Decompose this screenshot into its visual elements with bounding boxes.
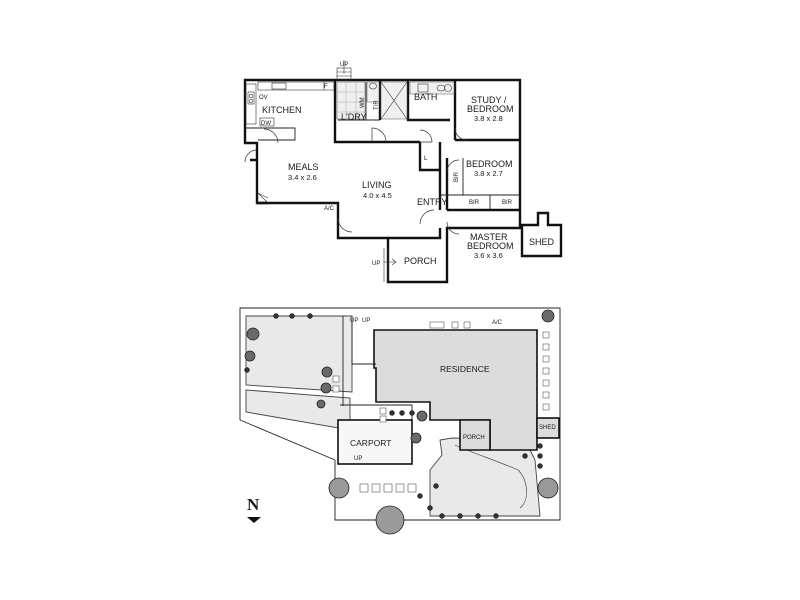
master-label-line2: BEDROOM — [467, 241, 514, 251]
fridge-label: F — [324, 84, 328, 90]
dw-label: DW — [261, 121, 271, 127]
carport-outline — [337, 419, 413, 465]
ac-label: A/C — [324, 206, 335, 212]
bir-label-vertical: BIR — [454, 171, 460, 182]
up-label-top: UP — [340, 62, 348, 68]
wm-label: WM — [360, 97, 366, 108]
site-porch-label: PORCH — [463, 435, 485, 441]
bir-label-bed2: BIR — [469, 200, 480, 206]
site-ac-label: A/C — [492, 320, 503, 326]
study-label-line2: BEDROOM — [467, 104, 514, 114]
shrubs — [244, 313, 543, 519]
laundry-label: L'DRY — [341, 112, 367, 122]
meals-dimension: 3.4 x 2.6 — [288, 173, 317, 182]
north-label: N — [247, 495, 260, 514]
study-label-line1: STUDY / — [471, 95, 507, 105]
site-boundary — [239, 307, 561, 521]
shed-label: SHED — [529, 237, 555, 247]
kitchen-bench — [245, 80, 335, 127]
house-floor-plan: KITCHEN MEALS 3.4 x 2.6 LIVING 4.0 x 4.5… — [243, 60, 563, 284]
bedroom-label: BEDROOM — [466, 159, 513, 169]
left-strip — [245, 389, 351, 431]
residence-outline — [373, 329, 538, 451]
site-up-carport: UP — [354, 456, 362, 462]
ov-label: OV — [259, 95, 268, 101]
study-dimension: 3.8 x 2.8 — [474, 114, 503, 123]
front-pavers — [332, 321, 471, 493]
doors — [244, 127, 468, 235]
top-stair — [336, 60, 352, 81]
carport-label: CARPORT — [350, 438, 391, 448]
porch-label: PORCH — [404, 256, 437, 266]
linen-label: L — [424, 156, 428, 162]
north-arrow: N — [247, 495, 261, 523]
living-label: LIVING — [362, 180, 392, 190]
site-shed-label: SHED — [539, 425, 556, 431]
up-label-porch: UP — [372, 261, 380, 267]
front-lawn — [429, 437, 541, 517]
porch-stair — [383, 248, 397, 282]
shed-outline-site — [536, 417, 560, 439]
master-label-line1: MASTER — [470, 232, 508, 242]
wet-areas — [336, 81, 455, 120]
meals-label: MEALS — [288, 162, 319, 172]
site-plan: RESIDENCE CARPORT PORCH SHED A/C UP UP U… — [239, 307, 561, 535]
entry-label: ENTRY — [417, 197, 447, 207]
site-up-right: UP — [362, 318, 370, 324]
master-dimension: 3.6 x 3.6 — [474, 251, 503, 260]
kitchen-label: KITCHEN — [262, 105, 302, 115]
shed-outline — [520, 211, 563, 258]
interior-walls — [245, 80, 520, 240]
meals-bay-wall — [250, 158, 268, 205]
bath-label: BATH — [414, 92, 437, 102]
trees — [244, 309, 559, 535]
residence-label: RESIDENCE — [440, 364, 490, 374]
bedroom-dimension: 3.8 x 2.7 — [474, 169, 503, 178]
right-pavers — [542, 331, 550, 411]
bir-label-master: BIR — [502, 200, 513, 206]
site-up-left: UP — [350, 318, 358, 324]
north-arrow-icon — [247, 517, 261, 523]
porch-outline — [459, 419, 491, 451]
living-dimension: 4.0 x 4.5 — [363, 191, 392, 200]
tr-label: T/R — [374, 100, 380, 110]
ac-arrow — [257, 192, 269, 204]
